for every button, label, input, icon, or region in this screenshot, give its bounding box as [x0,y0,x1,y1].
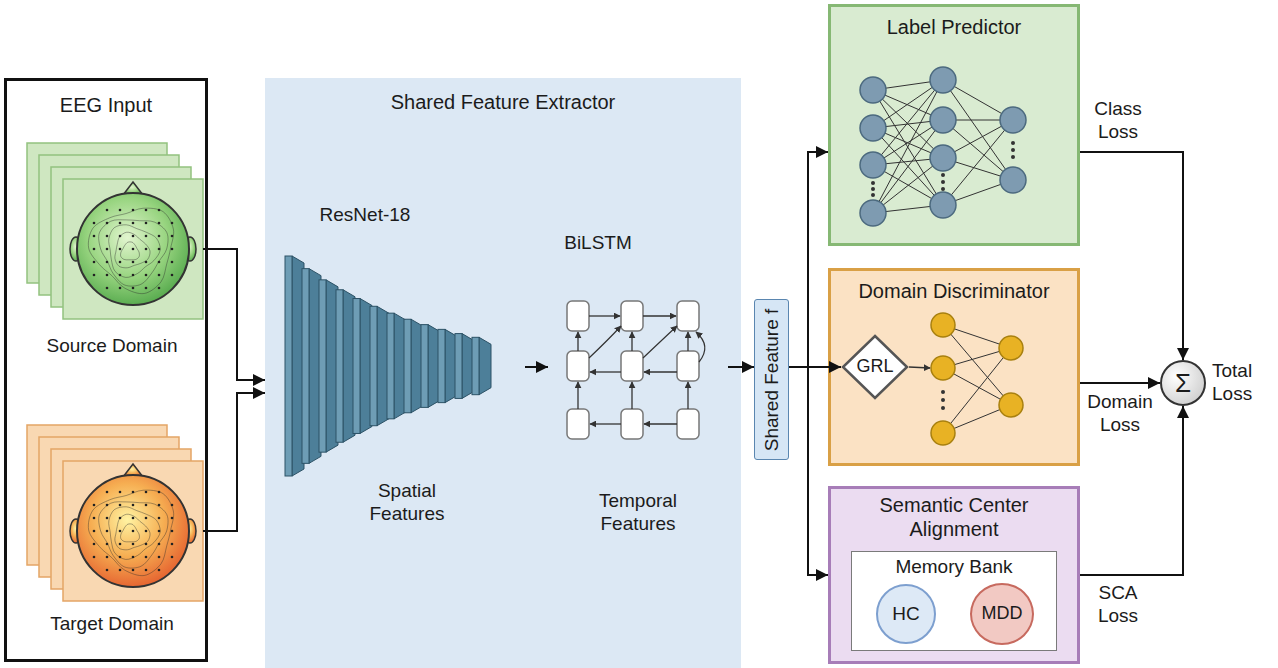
flow-arrow [1080,152,1183,360]
class-center-circle: MDD [970,583,1034,645]
feature-label: Shared Feature f [760,308,783,451]
domain-stack: Target Domain [21,421,203,651]
module-title: Domain Discriminator [831,279,1077,303]
loss-label: Domain Loss [1084,391,1156,437]
module-title: Semantic Center Alignment [851,493,1057,541]
module-box: Label Predictor [828,4,1080,246]
panel-title: EEG Input [7,93,205,117]
class-label: MDD [972,603,1032,625]
block-title: ResNet-18 [305,204,425,227]
flow-arrow [789,152,828,367]
output-label: Total Loss [1212,360,1272,406]
class-center-circle: HC [876,584,936,644]
flow-arrow [789,367,828,575]
grl-diamond: GRL [841,334,909,400]
module-title: Label Predictor [831,15,1077,39]
feature-bar: Shared Feature f [754,299,789,460]
bank-title: Memory Bank [852,556,1056,579]
block-title: BiLSTM [548,232,648,255]
domain-stack: Source Domain [21,139,203,371]
loss-label: SCA Loss [1088,582,1148,628]
resnet-block: ResNet-18Spatial Features [275,196,525,528]
flow-arrow [203,249,265,380]
bilstm-block: BiLSTM Temporal Features [548,228,728,538]
flow-arrow [1080,382,1160,384]
block-caption: Temporal Features [588,490,688,536]
domain-label: Source Domain [21,335,203,358]
band-title: Shared Feature Extractor [265,90,741,114]
input-panel: Source DomainTarget Domain EEG Input [4,78,208,662]
extractor-band: ResNet-18Spatial Features BiLSTM Temporal … [265,78,741,668]
module-box: GRL Domain Discriminator [828,268,1080,466]
module-box: HC MDD Memory Bank Semantic Center Alignmen… [828,486,1080,664]
memory-bank-box: HC MDD Memory Bank [851,551,1057,651]
sum-circle: Σ [1160,360,1206,406]
class-label: HC [878,603,934,626]
flow-arrow [203,393,265,531]
sum-symbol: Σ [1162,368,1204,399]
grl-label: GRL [841,356,909,378]
block-caption: Spatial Features [357,480,457,526]
loss-label: Class Loss [1088,98,1148,144]
domain-label: Target Domain [21,613,203,636]
